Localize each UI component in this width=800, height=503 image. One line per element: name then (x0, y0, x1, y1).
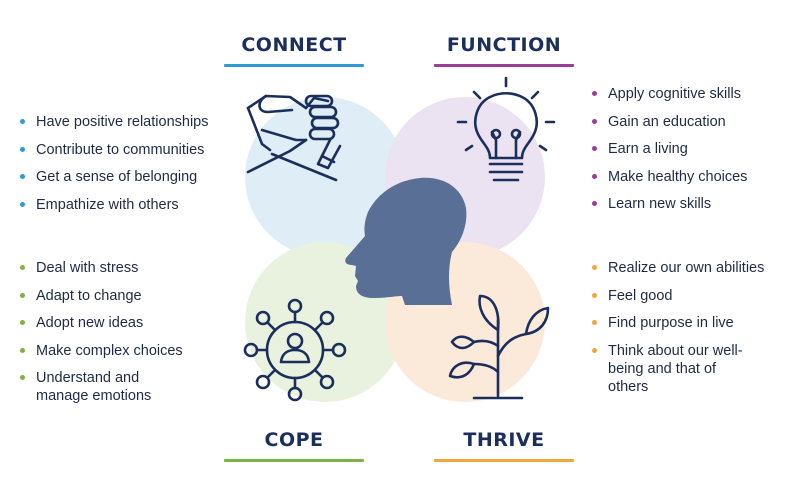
thrive-underline (434, 459, 574, 462)
list-item: Find purpose in live (590, 314, 790, 332)
bullet-dot (20, 292, 25, 298)
cope-list: Deal with stress Adapt to change Adopt n… (18, 259, 218, 415)
bullet-dot (20, 375, 25, 380)
list-item: Earn a living (590, 140, 790, 158)
thrive-title-text: THRIVE (463, 429, 545, 451)
function-list: Apply cognitive skills Gain an education… (590, 85, 790, 223)
list-item: Think about our well-being and that of o… (590, 342, 758, 396)
list-item-text: Make complex choices (36, 342, 183, 359)
list-item: Get a sense of belonging (18, 168, 238, 186)
bullet-dot (592, 292, 597, 298)
bullet-dot (592, 146, 597, 151)
list-item-text: Understand and manage emotions (36, 370, 152, 404)
function-title-text: FUNCTION (446, 34, 562, 56)
list-item-text: Feel good (608, 287, 673, 304)
list-item-text: Make healthy choices (608, 168, 748, 185)
list-item: Deal with stress (18, 259, 218, 277)
network-person-icon (243, 298, 347, 402)
plant-sprout-icon (448, 294, 550, 400)
bullet-dot (20, 265, 25, 270)
list-item-text: Think about our well-being and that of o… (608, 342, 743, 395)
list-item-text: Find purpose in live (608, 315, 734, 331)
list-item: Learn new skills (590, 195, 790, 213)
list-item: Feel good (590, 287, 790, 305)
function-title: FUNCTION (434, 34, 574, 67)
list-item-text: Contribute to communities (36, 141, 205, 158)
bullet-dot (592, 265, 597, 270)
cope-title: COPE (224, 429, 364, 462)
list-item: Contribute to communities (18, 141, 238, 159)
bullet-dot (592, 91, 597, 96)
list-item-text: Learn new skills (608, 196, 712, 212)
thrive-list: Realize our own abilities Feel good Find… (590, 259, 790, 405)
list-item: Apply cognitive skills (590, 85, 790, 103)
list-item: Make healthy choices (590, 168, 790, 186)
cope-underline (224, 459, 364, 462)
list-item: Adopt new ideas (18, 314, 218, 332)
list-item: Have positive relationships (18, 113, 238, 131)
list-item: Understand and manage emotions (18, 369, 186, 405)
bullet-dot (592, 347, 597, 353)
list-item-text: Gain an education (608, 113, 726, 130)
cope-title-text: COPE (264, 429, 324, 451)
handshake-icon (246, 94, 342, 182)
connect-underline (224, 64, 364, 67)
list-item-text: Have positive relationships (36, 114, 209, 130)
list-item-text: Deal with stress (36, 260, 139, 276)
bullet-dot (20, 146, 25, 152)
thrive-title: THRIVE (434, 429, 574, 462)
bullet-dot (20, 119, 25, 124)
bullet-dot (592, 118, 597, 124)
connect-list: Have positive relationships Contribute t… (18, 113, 238, 223)
list-item-text: Empathize with others (36, 196, 179, 213)
bullet-dot (592, 320, 597, 325)
bullet-dot (20, 347, 25, 353)
bullet-dot (20, 174, 25, 179)
list-item-text: Get a sense of belonging (36, 169, 198, 185)
list-item: Adapt to change (18, 287, 218, 305)
list-item-text: Apply cognitive skills (608, 86, 741, 102)
list-item: Realize our own abilities (590, 259, 790, 277)
bullet-dot (20, 201, 25, 207)
list-item: Empathize with others (18, 196, 238, 214)
list-item-text: Earn a living (608, 141, 688, 157)
list-item-text: Adapt to change (36, 287, 142, 304)
head-silhouette-icon (345, 177, 467, 305)
list-item: Make complex choices (18, 342, 218, 360)
list-item-text: Adopt new ideas (36, 315, 144, 331)
connect-title: CONNECT (224, 34, 364, 67)
list-item: Gain an education (590, 113, 790, 131)
list-item-text: Realize our own abilities (608, 260, 765, 276)
bullet-dot (20, 320, 25, 325)
connect-title-text: CONNECT (241, 34, 347, 56)
bullet-dot (592, 173, 597, 179)
lightbulb-icon (456, 76, 556, 182)
function-underline (434, 64, 574, 67)
bullet-dot (592, 201, 597, 206)
